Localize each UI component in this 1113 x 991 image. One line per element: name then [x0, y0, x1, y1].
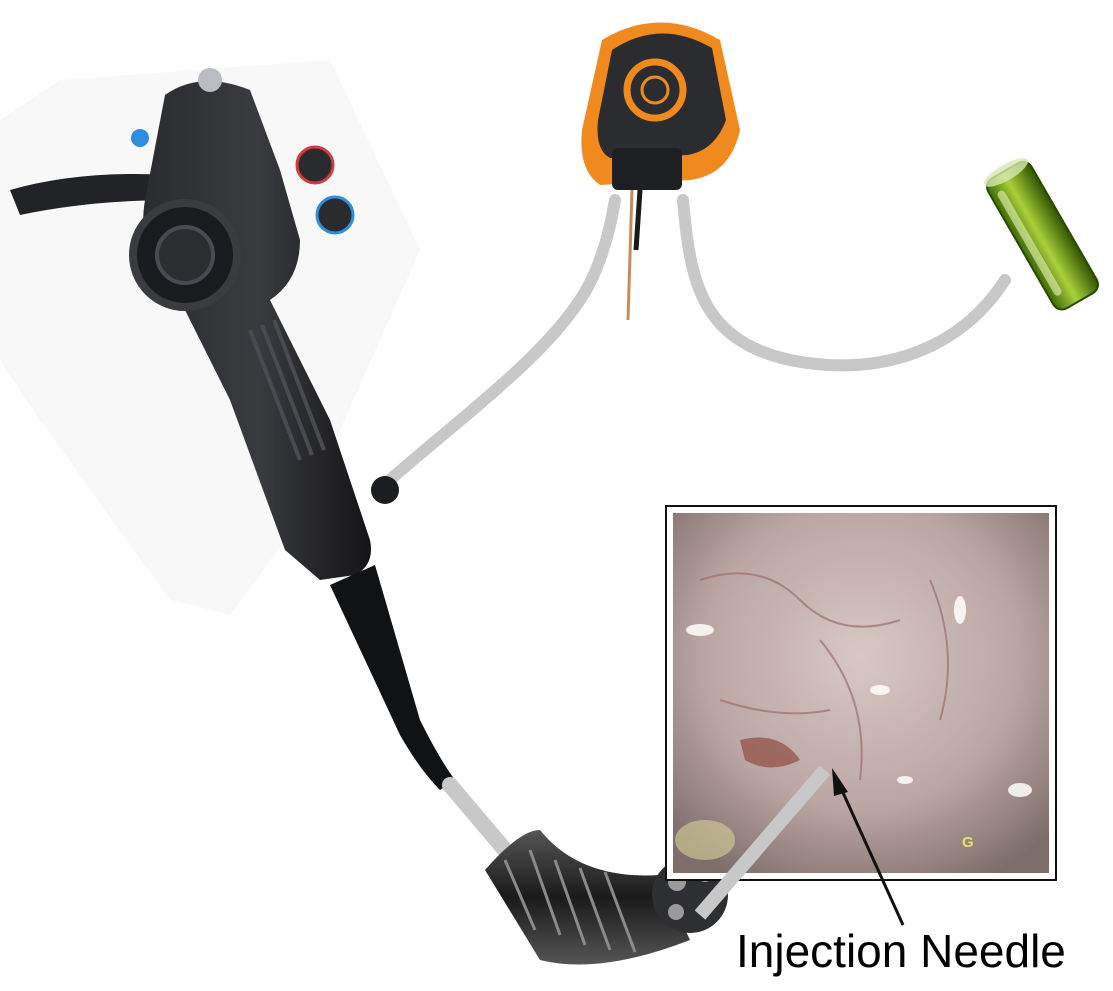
- overlay-mark: G: [962, 835, 974, 850]
- injection-needle-label: Injection Needle: [736, 928, 1066, 974]
- endoscopic-view: [666, 506, 1056, 880]
- connection-tubes: [384, 200, 1005, 485]
- tube-pump-to-endoscope: [384, 200, 615, 485]
- injection-pump: [581, 23, 740, 321]
- tube-pump-to-vial: [683, 200, 1005, 365]
